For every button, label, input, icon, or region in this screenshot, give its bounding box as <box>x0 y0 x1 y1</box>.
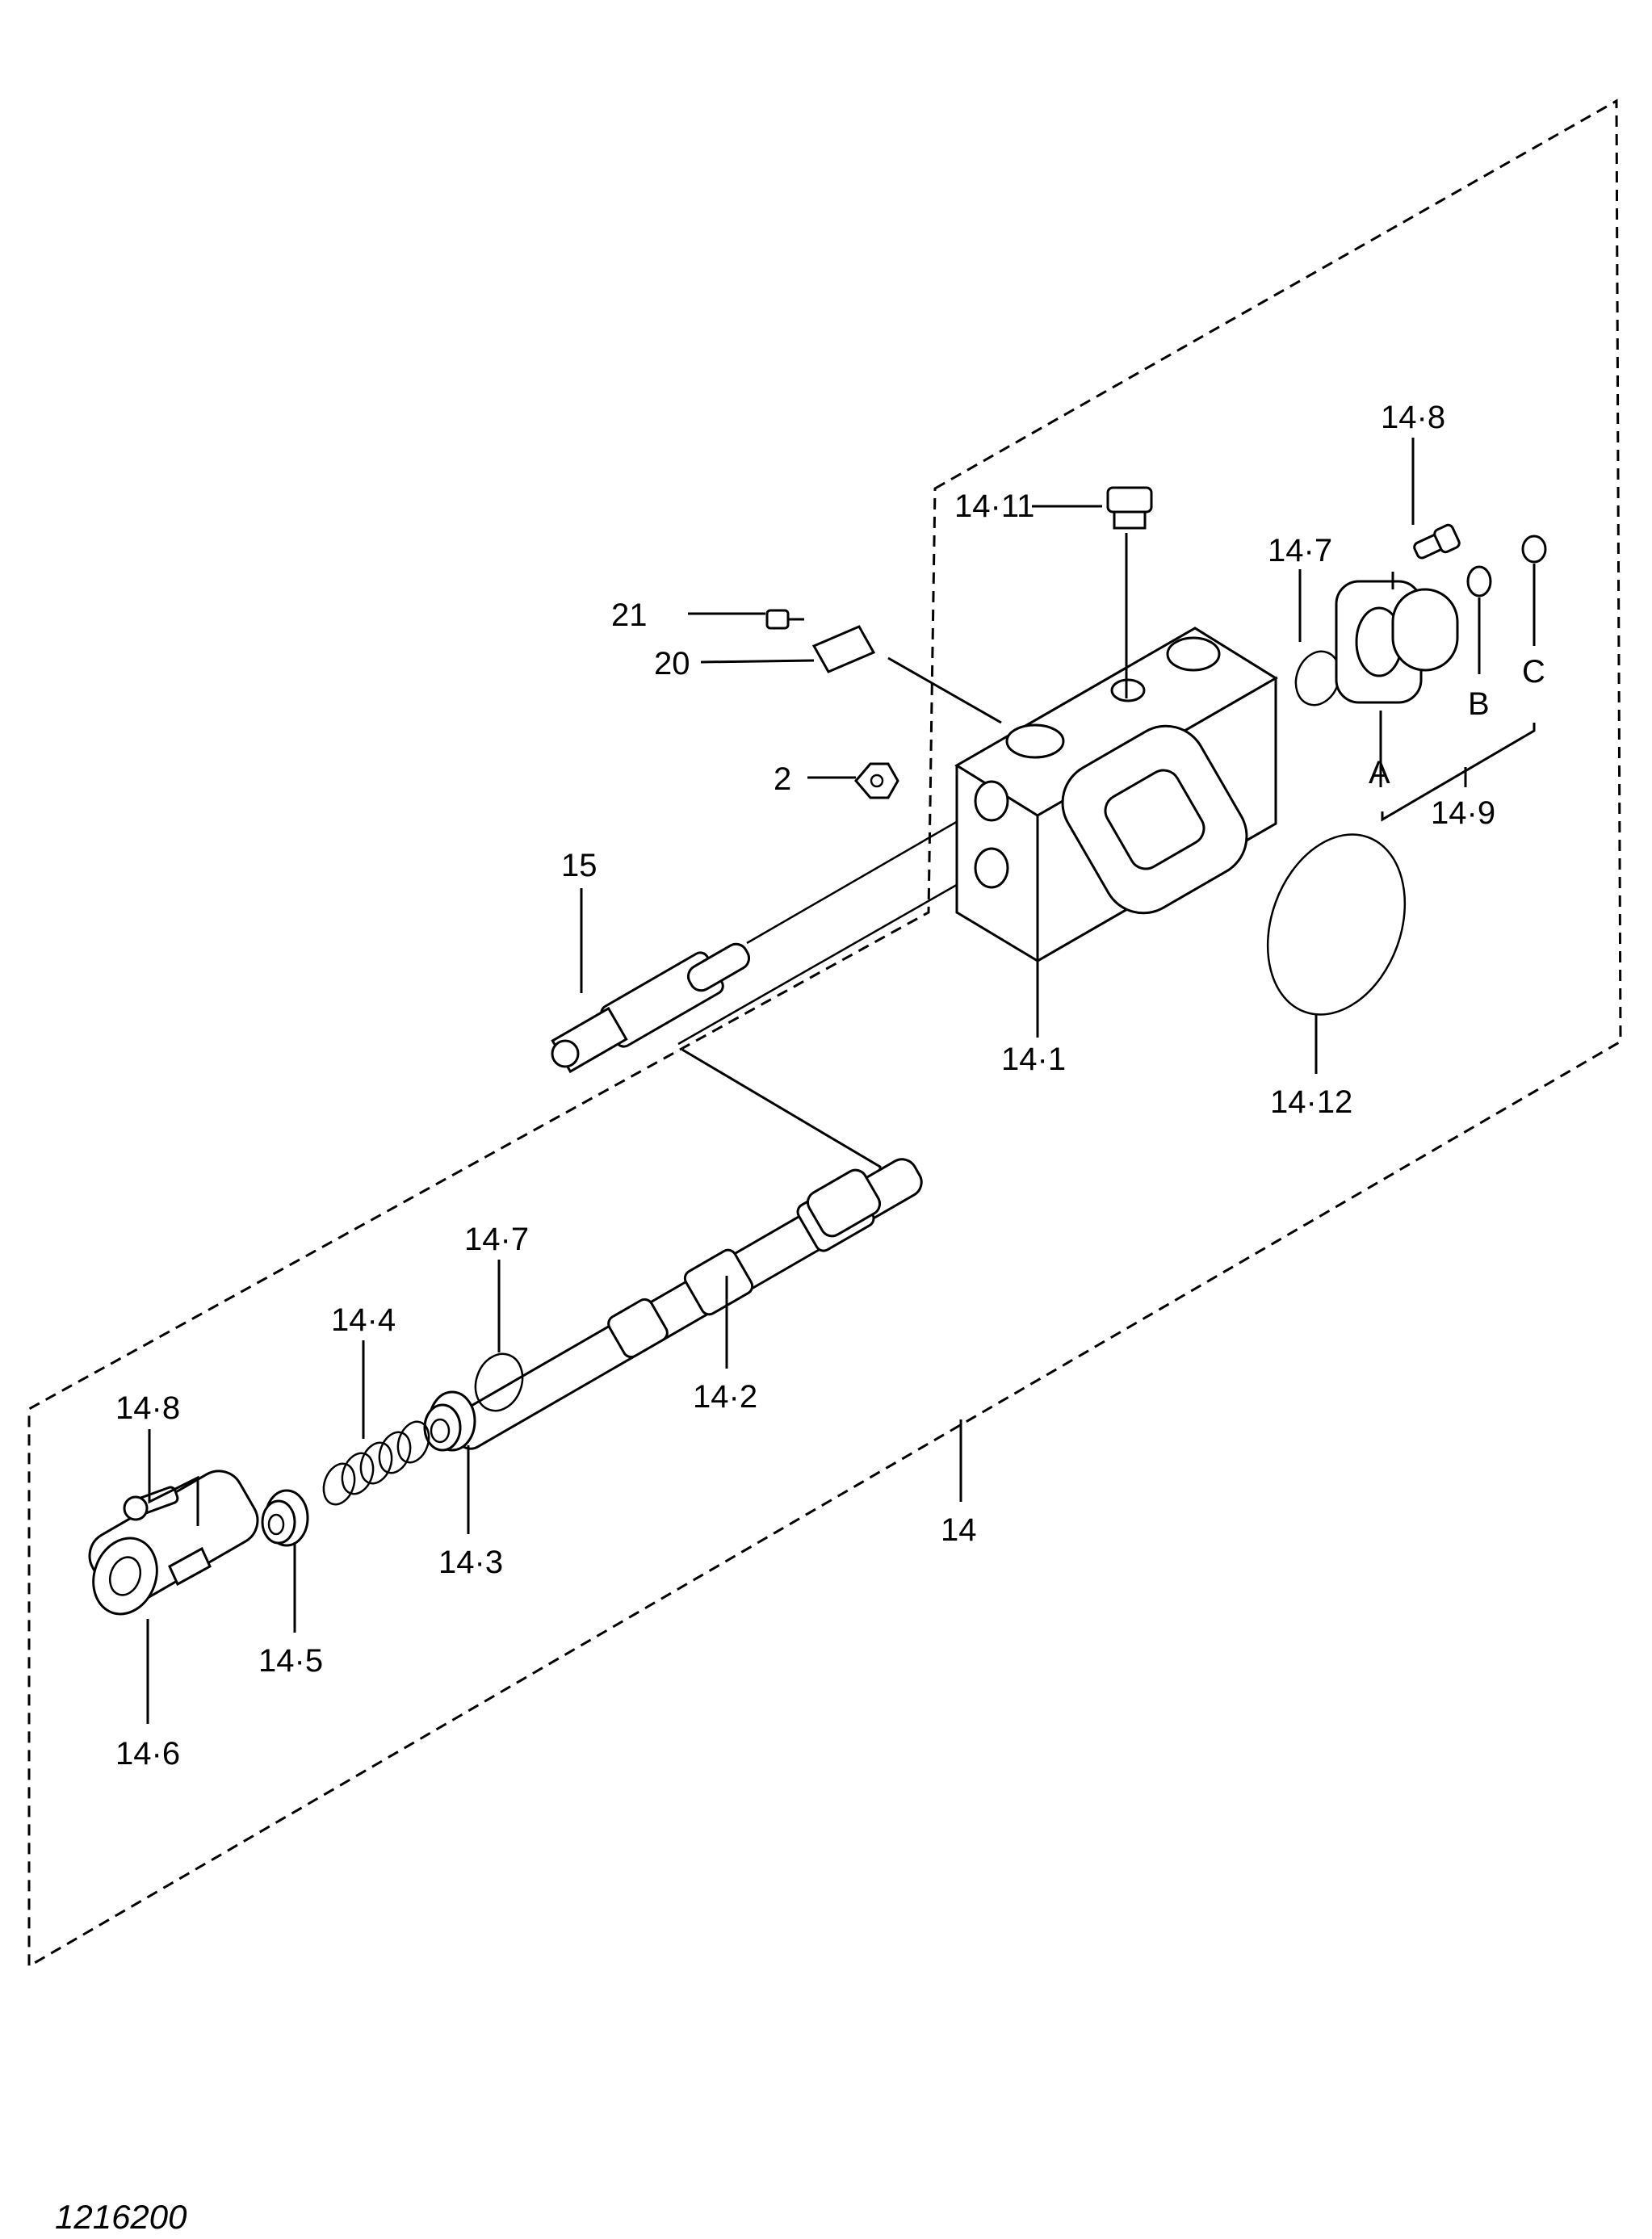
spool-leader-bracket <box>681 1048 882 1171</box>
plate-20-leader-to-housing <box>887 656 1002 724</box>
label-14-2: 14·2 <box>693 1379 757 1415</box>
relief-valve-15 <box>551 942 751 1074</box>
label-14-9: 14·9 <box>1431 795 1495 831</box>
label-14-12: 14·12 <box>1270 1084 1352 1120</box>
plug-14-11 <box>1106 486 1153 698</box>
label-B: B <box>1468 686 1490 722</box>
spring-seat-14-3 <box>423 1390 476 1452</box>
label-14-8-top: 14·8 <box>1381 400 1445 435</box>
label-15: 15 <box>561 848 597 883</box>
label-2: 2 <box>774 761 791 797</box>
spool-bore-line-upper <box>746 810 975 945</box>
label-14-4: 14·4 <box>331 1302 396 1338</box>
plate-20 <box>811 625 876 673</box>
label-14-7-bottom: 14·7 <box>464 1222 529 1257</box>
figure-number: 1216200 <box>55 2198 187 2236</box>
screw-21 <box>765 609 804 630</box>
label-14-3: 14·3 <box>438 1545 503 1580</box>
o-ring-14-12 <box>1266 833 1407 1016</box>
label-14-7-top: 14·7 <box>1268 533 1332 568</box>
valve-housing-14-1 <box>954 627 1278 963</box>
label-A: A <box>1369 755 1390 790</box>
flange-A <box>1335 580 1459 704</box>
label-14-6: 14·6 <box>115 1736 180 1771</box>
leader-lines <box>146 438 1536 1724</box>
part-C <box>1521 535 1547 564</box>
label-20: 20 <box>654 646 690 681</box>
label-14-11: 14·11 <box>954 488 1034 524</box>
label-21: 21 <box>611 597 648 633</box>
spring-seat-14-5 <box>261 1489 309 1547</box>
nut-2 <box>854 762 899 799</box>
cap-14-6 <box>88 1470 259 1616</box>
assembly-14-boundary <box>27 99 1622 1969</box>
spool-14-2 <box>450 1158 923 1450</box>
part-B <box>1466 565 1492 597</box>
screw-14-8-top <box>1413 523 1461 560</box>
label-14-8-bottom: 14·8 <box>115 1390 180 1426</box>
label-14-5: 14·5 <box>258 1643 323 1679</box>
o-ring-14-7-bottom <box>474 1352 524 1412</box>
label-C: C <box>1522 654 1545 690</box>
spool-bore-line-lower <box>677 881 962 1046</box>
label-14-1: 14·1 <box>1001 1042 1066 1077</box>
label-14: 14 <box>941 1512 977 1548</box>
spring-14-4 <box>322 1420 430 1506</box>
